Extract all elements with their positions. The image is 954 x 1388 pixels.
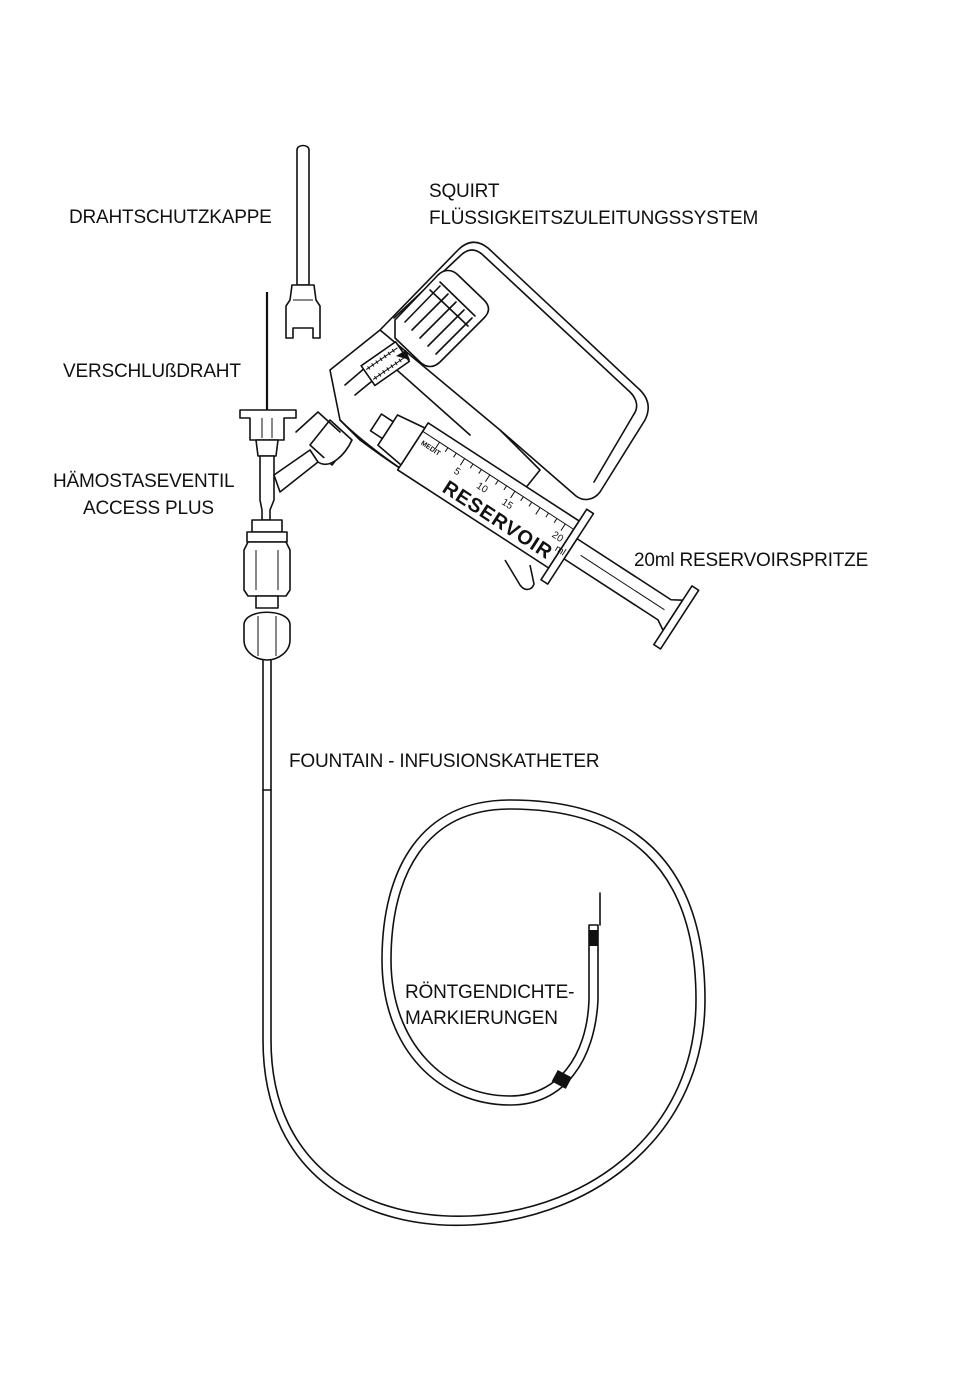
label-katheter: FOUNTAIN - INFUSIONSKATHETER (289, 751, 599, 772)
haemostasis-valve (240, 410, 318, 660)
label-haemostaseventil-line1: HÄMOSTASEVENTIL (53, 471, 234, 492)
label-marker-line2: MARKIERUNGEN (405, 1008, 558, 1029)
label-drahtschutzkappe: DRAHTSCHUTZKAPPE (69, 207, 272, 228)
label-squirt-line1: SQUIRT (429, 181, 500, 202)
label-haemostaseventil-line2: ACCESS PLUS (83, 498, 214, 519)
label-squirt-line2: FLÜSSIGKEITSZULEITUNGSSYSTEM (429, 208, 758, 229)
squirt-device (296, 242, 648, 589)
radiopaque-marker-band (552, 1070, 572, 1089)
catheter-tubing (263, 660, 705, 1225)
label-reservoirspritze: 20ml RESERVOIRSPRITZE (634, 550, 868, 571)
label-marker-line1: RÖNTGENDICHTE- (405, 982, 574, 1003)
label-verschlussdraht: VERSCHLUßDRAHT (63, 361, 241, 382)
tip-marker-band (589, 930, 598, 946)
wire-protection-cap (286, 146, 320, 339)
